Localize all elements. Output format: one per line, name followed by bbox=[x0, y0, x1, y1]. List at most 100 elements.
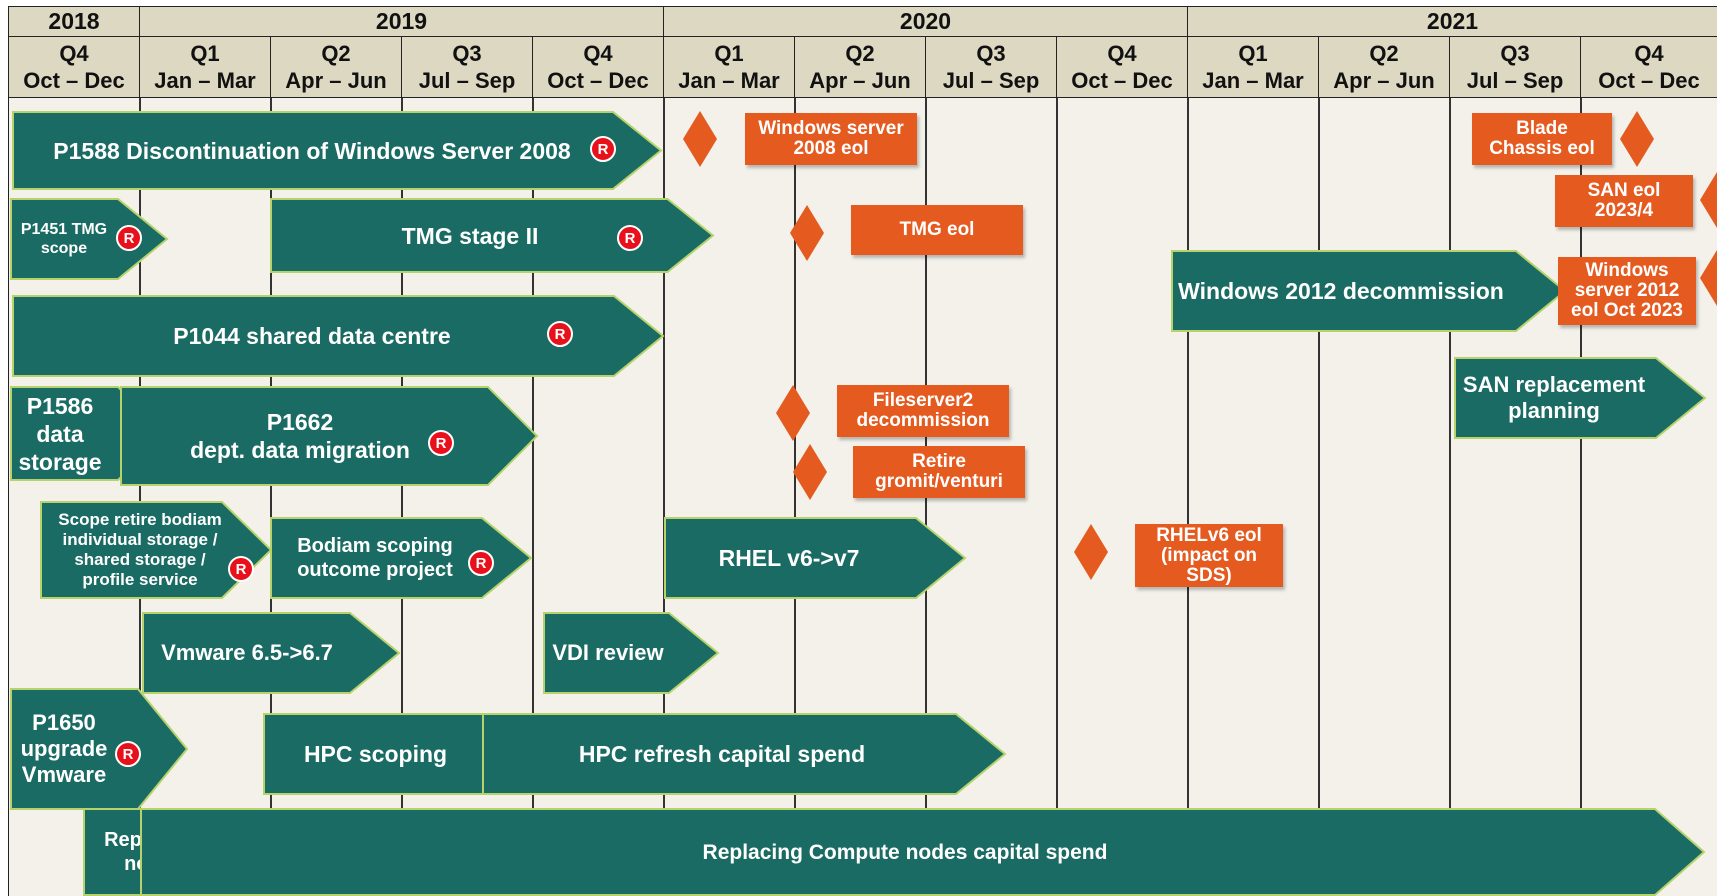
project-label: Bodiam scoping outcome project bbox=[297, 535, 453, 581]
quarter-gridline bbox=[663, 97, 665, 896]
year-header-2021: 2021 bbox=[1187, 6, 1717, 37]
year-header-2019: 2019 bbox=[139, 6, 664, 37]
quarter-gridline bbox=[401, 97, 403, 896]
risk-badge-icon: R bbox=[428, 430, 454, 456]
project-label: P1650 upgrade Vmware bbox=[20, 710, 108, 787]
project-bar: P1044 shared data centre bbox=[12, 295, 665, 377]
year-header-2020: 2020 bbox=[663, 6, 1188, 37]
quarter-months: Apr – Jun bbox=[809, 68, 911, 93]
project-arrow bbox=[10, 198, 169, 280]
quarter-gridline bbox=[1187, 97, 1189, 896]
quarter-months: Oct – Dec bbox=[547, 68, 649, 93]
project-bar: RHEL v6->v7 bbox=[664, 517, 967, 599]
milestone-diamond-icon bbox=[776, 385, 810, 441]
project-label: P1588 Discontinuation of Windows Server … bbox=[53, 137, 571, 164]
milestone-diamond-icon bbox=[1620, 111, 1654, 167]
quarter-months: Oct – Dec bbox=[23, 68, 125, 93]
project-bar: Windows 2012 decommission bbox=[1171, 250, 1567, 332]
project-bar: Scope retire bodiam individual storage /… bbox=[40, 501, 273, 599]
project-arrow-shape bbox=[1171, 250, 1567, 332]
project-arrow bbox=[12, 295, 665, 377]
project-arrow bbox=[140, 808, 1706, 896]
risk-badge-icon: R bbox=[116, 225, 142, 251]
project-arrow-shape bbox=[10, 688, 189, 810]
quarter-months: Jul – Sep bbox=[942, 68, 1040, 93]
quarter-label: Q4 bbox=[1107, 41, 1137, 66]
project-arrow bbox=[270, 198, 715, 273]
milestone-diamond-icon bbox=[683, 111, 717, 167]
project-bar: VDI review bbox=[543, 612, 720, 694]
project-arrow-shape bbox=[270, 517, 533, 599]
milestone-diamond-icon bbox=[793, 444, 827, 500]
project-label: HPC scoping bbox=[303, 741, 448, 767]
project-label: RHEL v6->v7 bbox=[718, 545, 860, 571]
milestone-diamond-icon bbox=[790, 205, 824, 261]
quarter-label: Q4 bbox=[1634, 41, 1664, 66]
project-arrow-shape bbox=[482, 713, 1007, 795]
year-header-2018: 2018 bbox=[8, 6, 140, 37]
milestone-label: Windows server 2012 eol Oct 2023 bbox=[1558, 257, 1696, 325]
quarter-months: Oct – Dec bbox=[1598, 68, 1700, 93]
project-arrow-shape bbox=[120, 386, 539, 486]
milestone-diamond-icon bbox=[1074, 524, 1108, 580]
quarter-label: Q2 bbox=[321, 41, 351, 66]
project-arrow bbox=[270, 517, 533, 599]
quarter-months: Oct – Dec bbox=[1071, 68, 1173, 93]
project-arrow-shape bbox=[664, 517, 967, 599]
quarter-label: Q3 bbox=[452, 41, 482, 66]
project-bar: Vmware 6.5->6.7 bbox=[142, 612, 401, 694]
risk-badge-icon: R bbox=[228, 556, 254, 582]
project-label: P1451 TMG scope bbox=[20, 221, 108, 257]
milestone-label: Windows server 2008 eol bbox=[745, 113, 917, 165]
project-bar: SAN replacement planning bbox=[1454, 357, 1707, 439]
project-bar: Replacing Compute nodes capital spend bbox=[140, 808, 1706, 896]
project-arrow bbox=[120, 386, 539, 486]
project-arrow bbox=[12, 111, 663, 190]
project-arrow bbox=[1171, 250, 1567, 332]
quarter-label: Q4 bbox=[583, 41, 613, 66]
milestone-label: Fileserver2 decommission bbox=[837, 385, 1009, 437]
risk-badge-icon: R bbox=[617, 225, 643, 251]
quarter-gridline bbox=[794, 97, 796, 896]
project-arrow-shape bbox=[142, 612, 401, 694]
milestone-label: Blade Chassis eol bbox=[1472, 113, 1612, 165]
project-bar: TMG stage II bbox=[270, 198, 715, 273]
project-bar: HPC refresh capital spend bbox=[482, 713, 1007, 795]
quarter-gridline bbox=[1318, 97, 1320, 896]
project-label: Replacing Compute nodes capital spend bbox=[702, 840, 1108, 864]
project-arrow bbox=[1454, 357, 1707, 439]
quarter-months: Jul – Sep bbox=[1466, 68, 1564, 93]
milestone-diamond-icon bbox=[1700, 172, 1717, 228]
quarter-months: Apr – Jun bbox=[285, 68, 387, 93]
project-label: Vmware 6.5->6.7 bbox=[161, 640, 333, 665]
quarter-months: Jul – Sep bbox=[418, 68, 516, 93]
project-arrow-shape bbox=[1454, 357, 1707, 439]
quarter-label: Q1 bbox=[190, 41, 220, 66]
risk-badge-icon: R bbox=[115, 741, 141, 767]
milestone-label: TMG eol bbox=[851, 205, 1023, 255]
project-label: HPC refresh capital spend bbox=[578, 741, 866, 767]
quarter-gridline bbox=[1056, 97, 1058, 896]
project-arrow bbox=[543, 612, 720, 694]
quarter-gridline bbox=[1580, 97, 1582, 896]
risk-badge-icon: R bbox=[468, 550, 494, 576]
project-bar: P1451 TMG scope bbox=[10, 198, 169, 280]
quarter-gridline bbox=[270, 97, 272, 896]
project-bar: P1588 Discontinuation of Windows Server … bbox=[12, 111, 663, 190]
quarter-label: Q2 bbox=[845, 41, 875, 66]
milestone-diamond-icon bbox=[1700, 250, 1717, 306]
quarter-label: Q3 bbox=[976, 41, 1006, 66]
project-arrow bbox=[10, 688, 189, 810]
quarter-months: Jan – Mar bbox=[678, 68, 780, 93]
project-label: P1662 dept. data migration bbox=[190, 409, 410, 463]
project-label: Scope retire bodiam individual storage /… bbox=[58, 510, 222, 589]
project-arrow bbox=[142, 612, 401, 694]
